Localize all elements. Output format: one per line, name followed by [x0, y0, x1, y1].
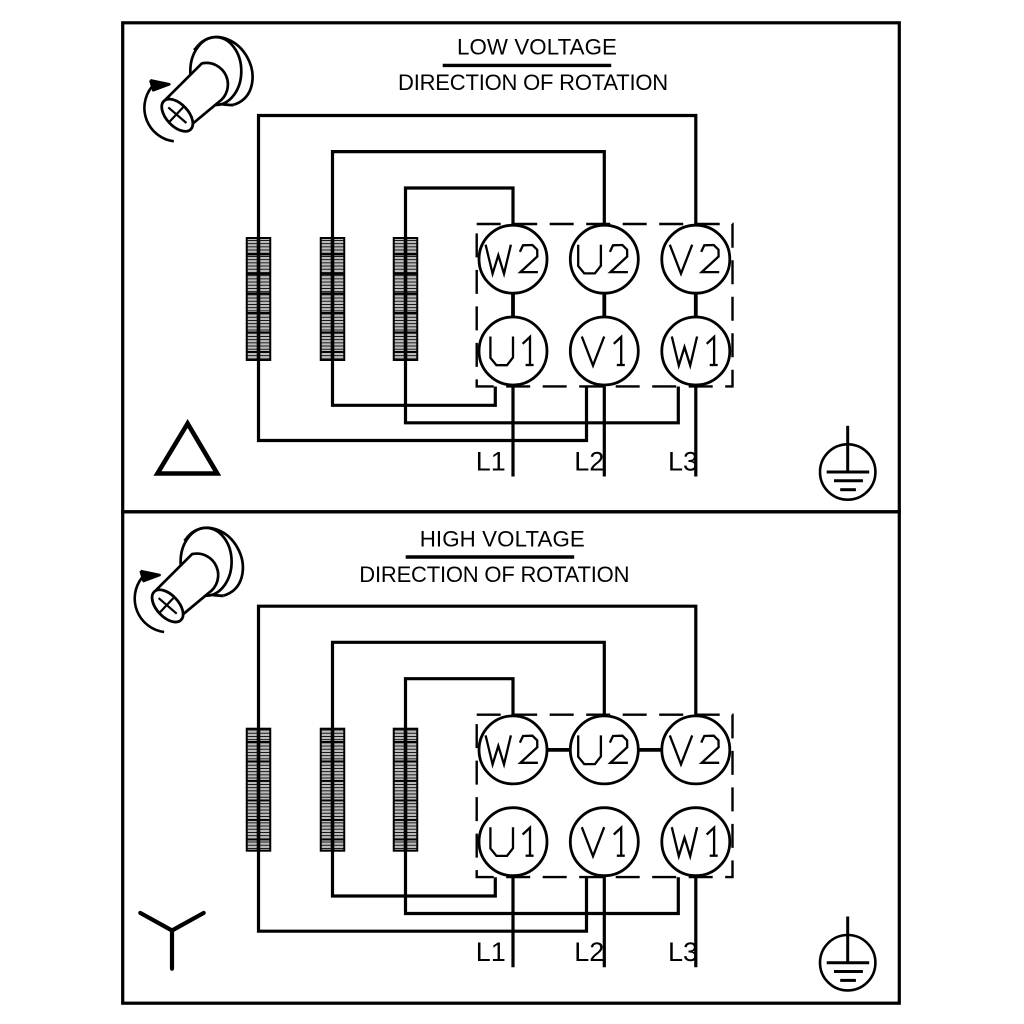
svg-text:HIGH VOLTAGE: HIGH VOLTAGE: [420, 527, 585, 552]
svg-text:L1: L1: [476, 937, 506, 967]
svg-text:L3: L3: [668, 446, 698, 476]
svg-text:DIRECTION OF ROTATION: DIRECTION OF ROTATION: [359, 562, 629, 587]
svg-text:L1: L1: [476, 446, 506, 476]
svg-text:LOW VOLTAGE: LOW VOLTAGE: [457, 35, 617, 60]
svg-text:L2: L2: [574, 937, 604, 967]
svg-text:DIRECTION OF ROTATION: DIRECTION OF ROTATION: [398, 70, 668, 95]
svg-text:L3: L3: [668, 937, 698, 967]
svg-text:L2: L2: [574, 446, 604, 476]
